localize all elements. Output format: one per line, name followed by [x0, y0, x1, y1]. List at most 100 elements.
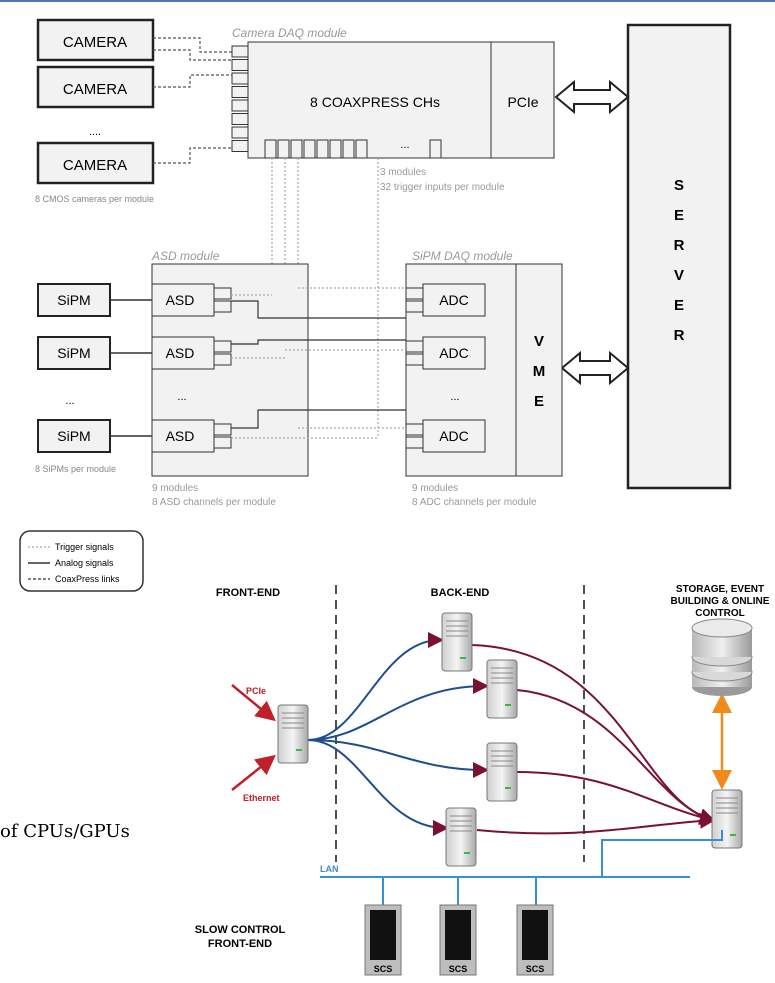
- coaxpress-port: [231, 72, 249, 85]
- legend: Trigger signals Analog signals CoaxPress…: [19, 530, 144, 592]
- analog-lines: [231, 300, 406, 429]
- server-letter: E: [674, 297, 684, 314]
- lan-network: [320, 830, 723, 905]
- adc-note-1: 9 modules: [412, 483, 458, 494]
- camera-daq-dots: ...: [400, 139, 409, 151]
- coaxpress-port: [231, 140, 249, 152]
- camera-daq-box: [247, 41, 555, 159]
- scs-screen: [445, 910, 471, 960]
- asd-module-title: ASD module: [151, 249, 220, 263]
- camera-daq-main-label: 8 COAXPRESS CHs: [310, 94, 440, 110]
- legend-analog: Analog signals: [55, 558, 114, 568]
- trigger-port: [290, 139, 303, 159]
- asd-note-1: 9 modules: [152, 483, 198, 494]
- scs-unit: SCS: [516, 904, 554, 976]
- trigger-input-ports: [264, 139, 442, 159]
- pcie-server-arrow: [554, 79, 630, 115]
- vme-server-arrow: [560, 350, 630, 386]
- scs-unit: SCS: [364, 904, 402, 976]
- database-icon: [691, 618, 753, 696]
- sipm-channel-row: SiPM ASD ADC: [37, 336, 486, 370]
- backend-to-storage-links: [471, 644, 716, 835]
- pcie-input-label: PCIe: [246, 686, 266, 696]
- sipm-label: SiPM: [57, 428, 90, 444]
- camera-daq-pcie-label: PCIe: [507, 94, 538, 110]
- camera-box: [36, 18, 155, 62]
- sipm-ellipsis: ...: [65, 395, 74, 407]
- camera-box: [36, 65, 155, 109]
- backend-server-icon: [486, 742, 518, 802]
- sipm-channel-row: SiPM ASD ADC: [37, 283, 486, 317]
- cpu-gpu-text: of CPUs/GPUs: [0, 821, 130, 842]
- coaxpress-port: [231, 86, 249, 98]
- adc-dots: ...: [450, 391, 459, 403]
- camera-daq-title: Camera DAQ module: [232, 26, 347, 40]
- storage-label-3: CONTROL: [695, 608, 744, 619]
- asd-box: [151, 419, 215, 453]
- vme-letter: M: [533, 363, 546, 380]
- sipm-daq-title: SiPM DAQ module: [412, 249, 513, 263]
- camera-ellipsis: ....: [89, 126, 101, 138]
- adc-label: ADC: [439, 292, 469, 308]
- camera-label: CAMERA: [63, 34, 127, 51]
- coaxpress-ports: [231, 45, 249, 152]
- frontend-to-backend-links: [307, 632, 489, 836]
- scs-label: SCS: [526, 964, 545, 974]
- trigger-port: [355, 139, 368, 159]
- camera-label: CAMERA: [63, 81, 127, 98]
- backend-server-icon: [441, 612, 473, 672]
- storage-label-1: STORAGE, EVENT: [676, 584, 764, 595]
- server-letter: E: [674, 207, 684, 224]
- coaxpress-port: [231, 99, 249, 112]
- sipm-label: SiPM: [57, 345, 90, 361]
- adc-note-2: 8 ADC channels per module: [412, 497, 537, 508]
- asd-label: ASD: [166, 345, 195, 361]
- backend-server-icon: [486, 659, 518, 719]
- asd-label: ASD: [166, 292, 195, 308]
- camera-daq-module: Camera DAQ module 8 COAXPRESS CHs PCIe .…: [232, 26, 555, 193]
- coaxpress-links: [153, 37, 232, 164]
- ethernet-input-arrow: [231, 754, 276, 791]
- scs-label: SCS: [374, 964, 393, 974]
- storage-label-2: BUILDING & ONLINE: [671, 596, 770, 607]
- slow-control-label-2: FRONT-END: [208, 938, 272, 950]
- legend-box: [19, 530, 144, 592]
- asd-box: [151, 336, 215, 370]
- adc-label: ADC: [439, 345, 469, 361]
- legend-coaxpress: CoaxPress links: [55, 574, 120, 584]
- scs-screen: [522, 910, 548, 960]
- scs-label: SCS: [449, 964, 468, 974]
- front-end-label: FRONT-END: [216, 587, 280, 599]
- vme-letter: V: [534, 333, 544, 350]
- ethernet-input-label: Ethernet: [243, 793, 280, 803]
- lan-label: LAN: [320, 864, 339, 874]
- server-box: [626, 23, 732, 490]
- server-letter: R: [674, 327, 685, 344]
- server-letter: R: [674, 237, 685, 254]
- scs-screen: [370, 910, 396, 960]
- trigger-port: [316, 139, 329, 159]
- trigger-port: [342, 139, 355, 159]
- coaxpress-port: [231, 59, 249, 71]
- asd-label: ASD: [166, 428, 195, 444]
- coaxpress-port: [231, 126, 249, 139]
- camera-daq-note-2: 32 trigger inputs per module: [380, 182, 505, 193]
- sipm-label: SiPM: [57, 292, 90, 308]
- slow-control-label-1: SLOW CONTROL: [195, 924, 286, 936]
- sipm-box: [37, 419, 111, 453]
- trigger-port: [277, 139, 290, 159]
- storage-server-icon: [711, 789, 743, 849]
- back-end-label: BACK-END: [431, 587, 490, 599]
- trigger-return-lines: [231, 287, 406, 439]
- asd-note-2: 8 ASD channels per module: [152, 497, 276, 508]
- adc-box: [422, 419, 486, 453]
- trigger-port: [264, 139, 277, 159]
- server-letter: V: [674, 267, 684, 284]
- asd-box: [151, 283, 215, 317]
- vme-letter: E: [534, 393, 544, 410]
- frontend-server-icon: [277, 704, 309, 764]
- pcie-input-arrow: [231, 684, 276, 722]
- trigger-port: [303, 139, 316, 159]
